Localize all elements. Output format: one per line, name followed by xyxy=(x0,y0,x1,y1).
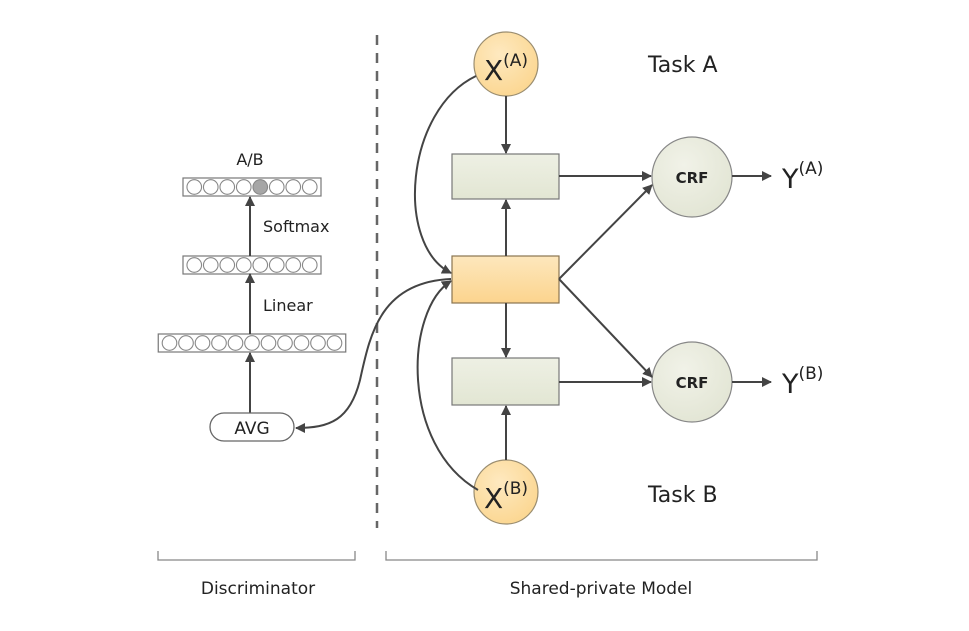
linear-label: Linear xyxy=(263,296,313,315)
discriminator-output-label: A/B xyxy=(236,150,263,169)
shared-private-bracket xyxy=(385,551,818,561)
layer-unit xyxy=(285,179,302,195)
layer-unit xyxy=(161,335,178,351)
input-a-label: X(A) xyxy=(484,51,528,87)
xb-to-shared-arrow xyxy=(416,280,479,491)
shared-private-section-label: Shared-private Model xyxy=(510,579,693,599)
discriminator-output-layer xyxy=(182,177,322,197)
xa-to-shared-arrow xyxy=(414,75,477,274)
crf-a-label: CRF xyxy=(676,169,709,187)
layer-unit-active xyxy=(252,179,269,195)
layer-unit xyxy=(178,335,194,351)
layer-unit xyxy=(186,179,203,195)
layer-unit xyxy=(301,179,318,195)
layer-unit xyxy=(235,257,252,273)
task-a-label: Task A xyxy=(647,53,718,78)
layer-unit xyxy=(285,257,302,273)
discriminator-hidden-layer xyxy=(182,255,322,275)
layer-unit xyxy=(235,179,252,195)
layer-unit xyxy=(260,335,277,351)
layer-unit xyxy=(268,257,285,273)
output-b-label: Y(B) xyxy=(781,364,823,400)
private-lstm-a xyxy=(451,153,560,200)
layer-unit xyxy=(326,335,343,351)
layer-unit xyxy=(219,179,236,195)
discriminator-section-label: Discriminator xyxy=(201,579,315,599)
shared-to-avg-arrow xyxy=(295,278,452,433)
shared-lstm xyxy=(451,255,560,304)
layer-unit xyxy=(202,179,219,195)
layer-unit xyxy=(211,335,227,351)
layer-unit xyxy=(202,257,219,273)
private-lstm-b xyxy=(451,357,560,406)
avg-node xyxy=(209,412,295,442)
layer-unit xyxy=(293,335,310,351)
shared-to-crf-b-arrow xyxy=(558,278,653,378)
avg-label: AVG xyxy=(234,419,269,439)
layer-unit xyxy=(227,335,244,351)
task-b-label: Task B xyxy=(647,483,718,508)
discriminator-input-layer xyxy=(157,333,347,353)
layer-unit xyxy=(252,257,269,273)
layer-unit xyxy=(244,335,260,351)
shared-to-crf-a-arrow xyxy=(558,184,653,280)
layer-unit xyxy=(194,335,211,351)
input-b-label: X(B) xyxy=(484,479,528,515)
layer-unit xyxy=(301,257,318,273)
layer-unit xyxy=(268,179,285,195)
layer-unit xyxy=(310,335,326,351)
output-a-label: Y(A) xyxy=(781,159,823,195)
softmax-label: Softmax xyxy=(263,217,329,236)
crf-b-label: CRF xyxy=(676,374,709,392)
layer-unit xyxy=(277,335,293,351)
layer-unit xyxy=(186,257,203,273)
layer-unit xyxy=(219,257,236,273)
discriminator-bracket xyxy=(157,551,356,561)
